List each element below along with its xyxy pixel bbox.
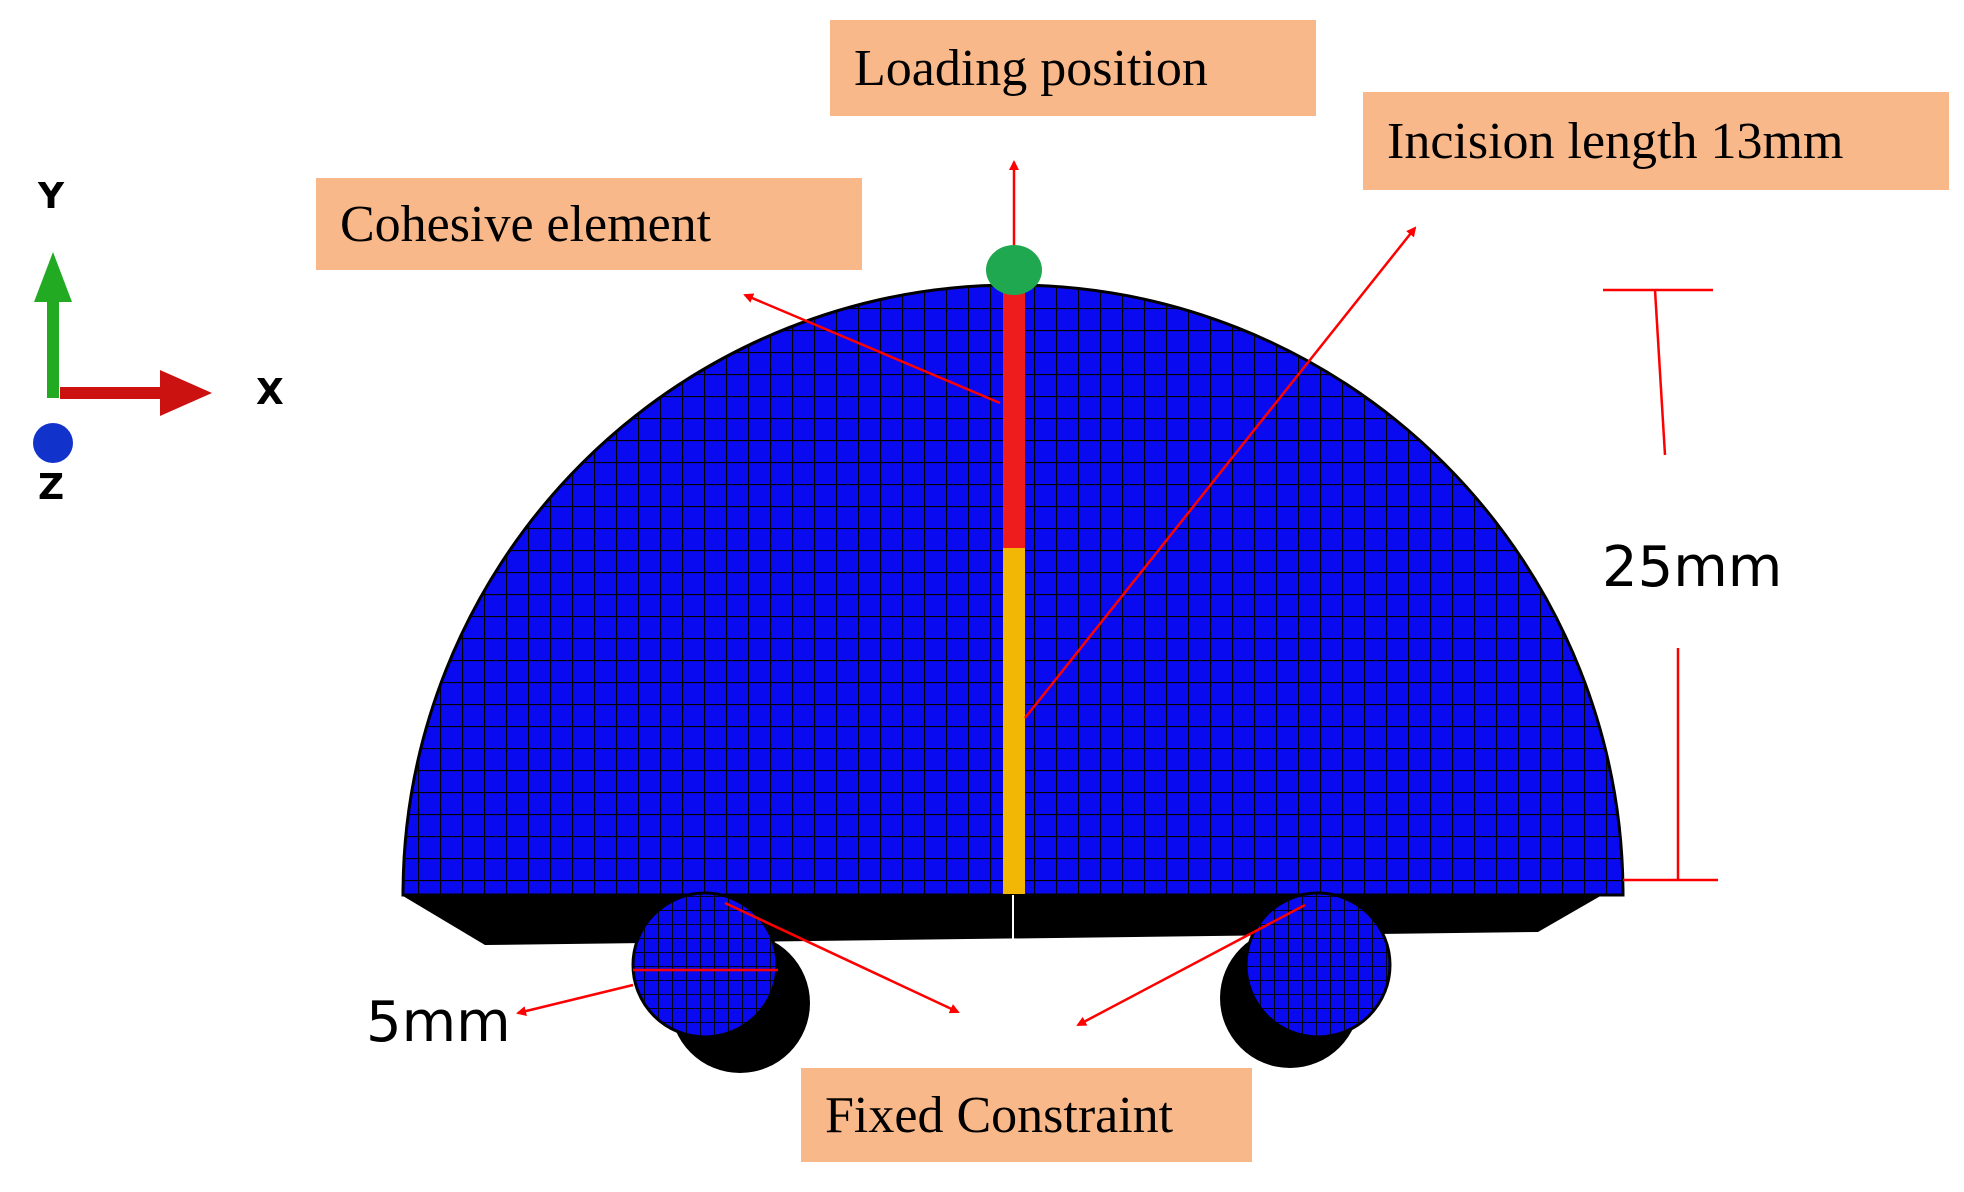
loading-point [986, 245, 1042, 295]
incision-arrow [1024, 226, 1417, 719]
height-dimension [1603, 288, 1718, 882]
annotation-arrows [516, 160, 1417, 1027]
y-axis-label: Y [38, 176, 65, 217]
incision-length-label: Incision length 13mm [1363, 92, 1949, 190]
fixed-constraint-label: Fixed Constraint [801, 1068, 1252, 1162]
y-axis-arrow-head [34, 252, 72, 302]
x-axis-arrow-shaft [60, 387, 166, 399]
cohesive-element-strip [1003, 285, 1025, 548]
fixed-constraint-text: Fixed Constraint [825, 1086, 1174, 1144]
z-axis-label: Z [38, 467, 65, 508]
diameter-arrow [516, 983, 634, 1016]
diameter-dimension-text: 5mm [366, 990, 511, 1055]
x-axis-arrow-head [160, 370, 212, 416]
cohesive-element-label: Cohesive element [316, 178, 862, 270]
fixed-arrow-right [1076, 903, 1306, 1027]
y-axis-arrow-shaft [47, 298, 59, 398]
fixed-arrow-left [724, 901, 960, 1014]
cohesive-element-text: Cohesive element [340, 195, 712, 253]
loading-position-text: Loading position [854, 39, 1208, 97]
incision-length-text: Incision length 13mm [1387, 112, 1844, 170]
z-axis-dot [33, 423, 73, 463]
dim-upper-leader [1653, 289, 1667, 456]
cohesive-arrow [743, 293, 1001, 405]
left-roller [631, 891, 779, 1039]
loading-position-label: Loading position [830, 20, 1316, 116]
height-dimension-text: 25mm [1602, 535, 1783, 600]
x-axis-label: X [256, 372, 284, 413]
axis-triad [33, 252, 212, 463]
right-roller [1244, 891, 1392, 1039]
incision-strip [1003, 548, 1025, 894]
